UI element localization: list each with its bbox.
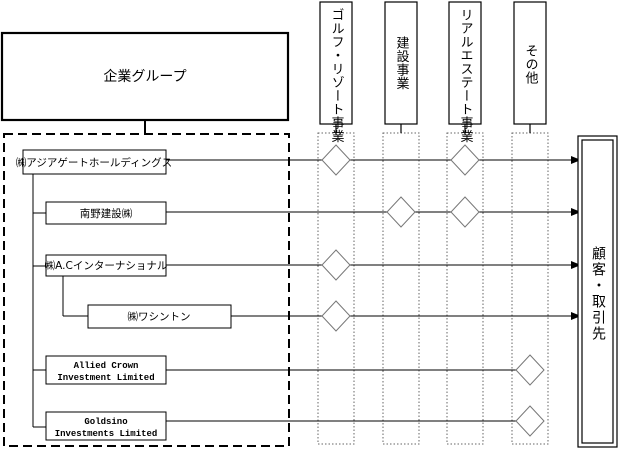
segment-label-golf: ゴルフ・リゾート事業 xyxy=(329,8,345,143)
segment-column-realestate xyxy=(446,132,484,445)
group-boundary xyxy=(3,133,290,447)
flow-arrows xyxy=(166,156,581,422)
segment-label-realestate: リアルエステート事業 xyxy=(458,8,474,143)
segment-column-construction xyxy=(382,132,420,445)
diamond-ac-international-golf xyxy=(321,249,351,281)
diamond-minamino-realestate xyxy=(450,196,480,228)
segment-header-construction xyxy=(384,1,418,125)
company-name-ac-international: ㈱A.Cインターナショナル xyxy=(45,260,168,272)
diamond-goldsino-other xyxy=(515,405,545,437)
company-boxes: ㈱アジアゲートホールディングス 南野建設㈱ ㈱A.Cインターナショナル ㈱ワシン… xyxy=(16,149,232,441)
diamond-washington-golf xyxy=(321,300,351,332)
company-name-minamino: 南野建設㈱ xyxy=(80,207,133,220)
customer-box: 顧客・取引先 xyxy=(577,135,618,448)
segment-header-golf xyxy=(319,1,353,125)
company-name-allied-crown-line2: Investment Limited xyxy=(57,373,154,383)
segment-column-other xyxy=(511,132,549,445)
customer-label: 顧客・取引先 xyxy=(590,246,606,342)
group-header: 企業グループ xyxy=(0,31,290,134)
company-name-goldsino-line1: Goldsino xyxy=(84,417,127,427)
company-box-goldsino xyxy=(45,411,167,441)
customer-box-inner xyxy=(581,139,614,444)
company-box-asiagate xyxy=(22,149,167,175)
diamond-asiagate-golf xyxy=(321,144,351,176)
group-title: 企業グループ xyxy=(103,68,186,85)
diamond-allied-crown-other xyxy=(515,354,545,386)
segment-diamonds xyxy=(321,144,545,437)
company-box-minamino xyxy=(45,201,167,225)
customer-box-outer xyxy=(577,135,618,448)
company-name-asiagate: ㈱アジアゲートホールディングス xyxy=(16,156,172,169)
segment-label-construction: 建設事業 xyxy=(394,36,410,90)
segment-columns xyxy=(317,132,549,445)
diamond-asiagate-realestate xyxy=(450,144,480,176)
segment-label-other: その他 xyxy=(523,44,539,85)
company-name-washington: ㈱ワシントン xyxy=(128,311,191,323)
company-name-goldsino-line2: Investments Limited xyxy=(55,429,158,439)
segment-header-other xyxy=(513,1,547,125)
segment-column-golf xyxy=(317,132,355,445)
segment-headers: ゴルフ・リゾート事業 建設事業 リアルエステート事業 その他 xyxy=(319,1,547,143)
diamond-minamino-construction xyxy=(386,196,416,228)
group-title-box xyxy=(0,31,290,122)
tree-connectors xyxy=(32,174,88,428)
company-name-allied-crown-line1: Allied Crown xyxy=(74,361,139,371)
